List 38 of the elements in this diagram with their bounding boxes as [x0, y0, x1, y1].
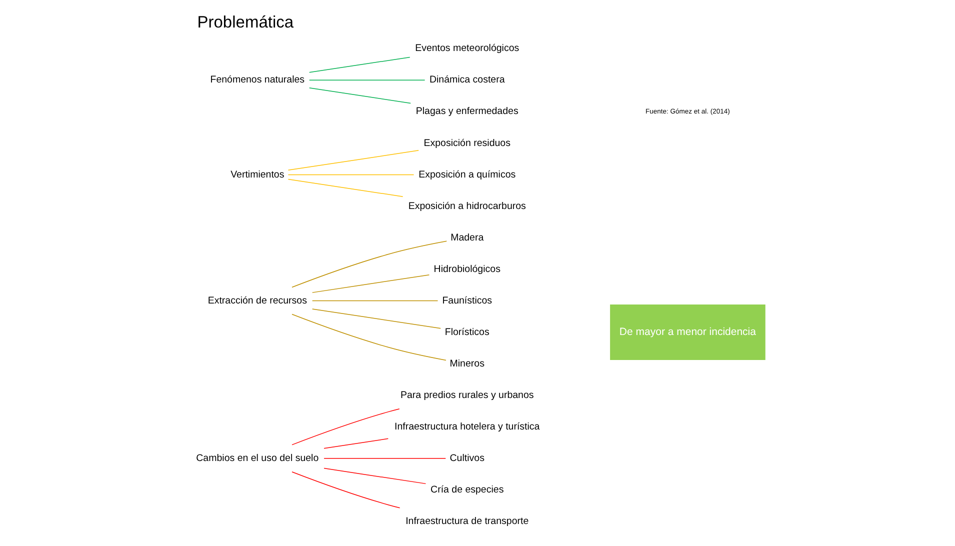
- connector: [291, 314, 446, 361]
- connector: [323, 468, 426, 484]
- connector: [323, 438, 388, 449]
- connector: [311, 308, 440, 329]
- connector: [291, 240, 446, 288]
- node-text: Madera: [450, 232, 484, 244]
- connector: [311, 300, 438, 302]
- node-text: Extracción de recursos: [207, 295, 306, 306]
- connector: [308, 80, 425, 81]
- node-text: Cambios en el uso del suelo: [196, 452, 318, 464]
- node-text: Infraestructura hotelera y turística: [394, 421, 540, 432]
- connector: [323, 458, 446, 459]
- node-text: Cultivos: [449, 452, 484, 464]
- node-text: Vertimientos: [230, 169, 284, 180]
- node-text: Plagas y enfermedades: [415, 106, 518, 118]
- node-text: Eventos meteorológicos: [414, 43, 519, 54]
- node-text: Mineros: [449, 358, 484, 370]
- node-text: Infraestructura de transporte: [405, 516, 528, 527]
- node-text: Exposición a hidrocarburos: [408, 200, 526, 212]
- connector: [311, 274, 430, 293]
- connector: [287, 178, 403, 197]
- node-text: Exposición residuos: [423, 138, 510, 149]
- connector: [287, 150, 418, 171]
- connector: [287, 174, 414, 176]
- connector: [308, 88, 410, 104]
- connector: [291, 408, 400, 446]
- connector: [308, 56, 410, 73]
- node-box: De mayor a menor incidencia: [610, 304, 765, 360]
- diagram-title: Problemática: [196, 13, 294, 32]
- node-text: Para predios rurales y urbanos: [400, 390, 534, 401]
- node-text: Faunísticos: [442, 295, 492, 306]
- node-text: Exposición a químicos: [418, 169, 516, 180]
- node-text: Dinámica costera: [428, 74, 504, 86]
- node-text: Cría de especies: [430, 484, 504, 496]
- node-text: Florísticos: [444, 326, 489, 338]
- node-text: Fenómenos naturales: [210, 74, 304, 86]
- connector: [291, 471, 400, 508]
- node-text: Hidrobiológicos: [433, 264, 500, 275]
